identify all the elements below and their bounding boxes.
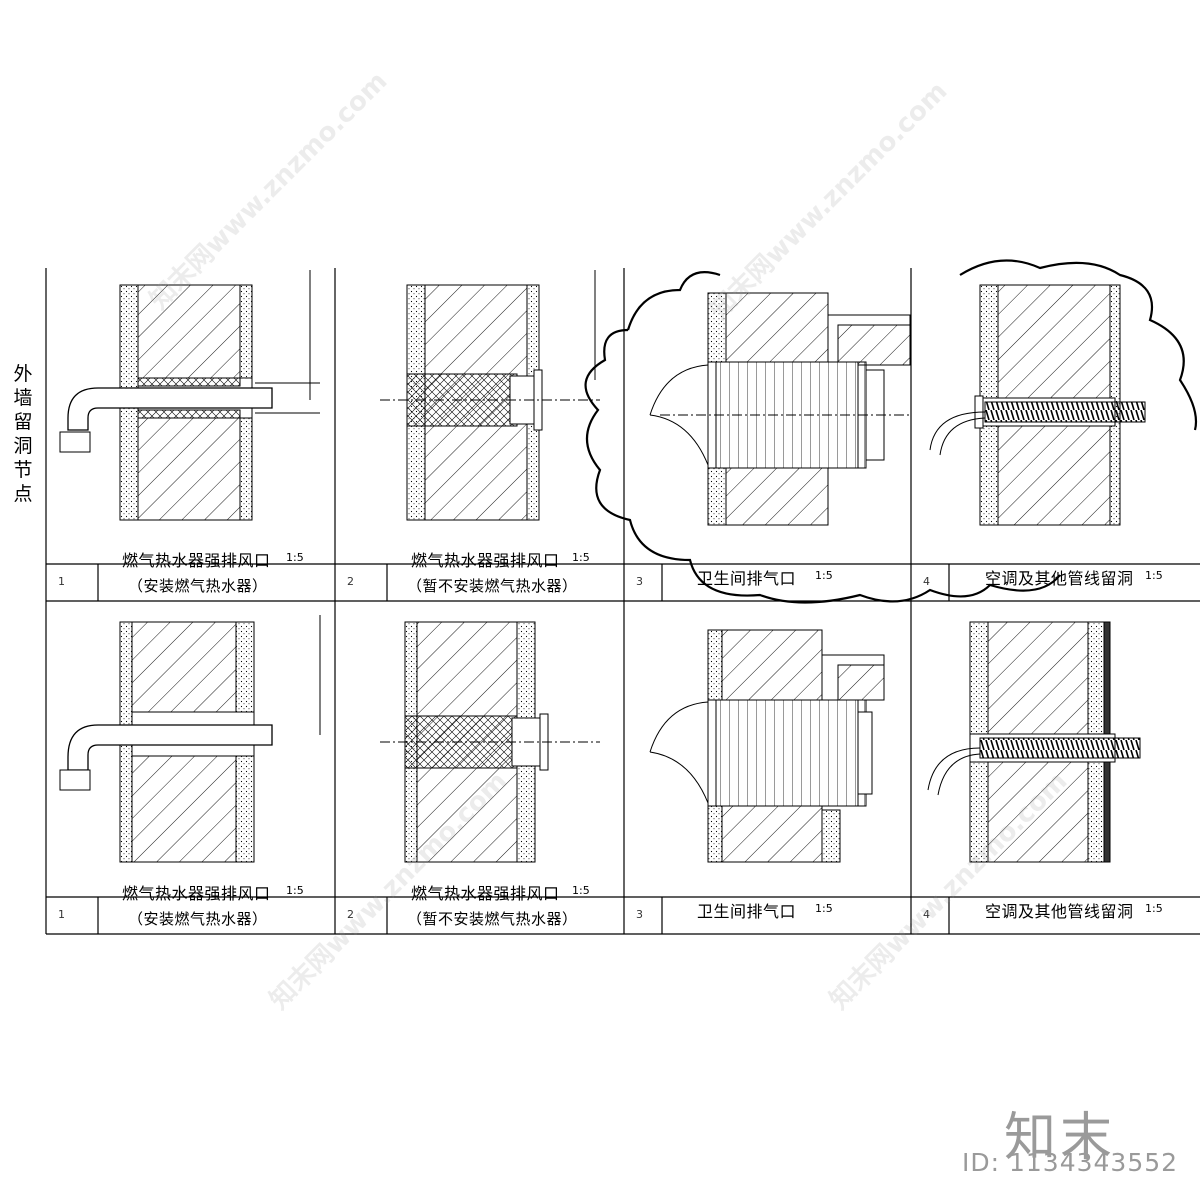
vtitle-char: 点: [13, 483, 33, 505]
detail-3-bathroom-vent: [584, 271, 1061, 604]
panel-title: 燃气热水器强排风口: [122, 884, 271, 903]
panel-scale: 1:5: [815, 569, 833, 582]
panel-number: 2: [347, 575, 354, 588]
panel-number: 4: [923, 575, 930, 588]
sheet-frame: [45, 268, 1200, 935]
panel-scale: 1:5: [1145, 569, 1163, 582]
panel-title: 空调及其他管线留洞: [985, 569, 1134, 588]
panel-scale: 1:5: [572, 551, 590, 564]
vtitle-char: 留: [13, 411, 33, 433]
detail-4-ac-pipe-sleeve: [929, 259, 1198, 526]
panel-subtitle: （暂不安装燃气热水器）: [407, 577, 578, 595]
detail-2-gas-exhaust-reserved: [380, 270, 600, 521]
panel-title: 燃气热水器强排风口: [411, 884, 560, 903]
detail-3b-bathroom-vent: [649, 629, 885, 863]
sheet-vertical-title: 外 墙 留 洞 节 点: [8, 362, 38, 506]
panel-title: 卫生间排气口: [697, 569, 797, 588]
watermark-id: ID: 1134343552: [962, 1148, 1179, 1177]
panel-number: 3: [636, 575, 643, 588]
watermark-logo: 知末: [1004, 1108, 1117, 1168]
panel-scale: 1:5: [286, 884, 304, 897]
detail-1-gas-exhaust-installed: [59, 270, 320, 521]
panel-title: 燃气热水器强排风口: [122, 551, 271, 570]
vtitle-char: 墙: [13, 387, 33, 409]
detail-4b-ac-pipe-sleeve: [927, 621, 1141, 863]
panel-subtitle: （暂不安装燃气热水器）: [407, 910, 578, 928]
panel-title: 燃气热水器强排风口: [411, 551, 560, 570]
panel-scale: 1:5: [286, 551, 304, 564]
panel-scale: 1:5: [572, 884, 590, 897]
vtitle-char: 外: [13, 363, 33, 385]
panel-title: 空调及其他管线留洞: [985, 902, 1134, 921]
panel-number: 1: [58, 575, 65, 588]
panel-number: 2: [347, 908, 354, 921]
panel-number: 4: [923, 908, 930, 921]
panel-subtitle: （安装燃气热水器）: [128, 910, 268, 928]
vtitle-char: 节: [13, 459, 33, 481]
vtitle-char: 洞: [13, 435, 33, 457]
detail-1b-gas-exhaust-installed: [59, 615, 321, 863]
panel-title: 卫生间排气口: [697, 902, 797, 921]
panel-number: 1: [58, 908, 65, 921]
detail-2b-gas-exhaust-reserved: [380, 621, 600, 863]
panel-number: 3: [636, 908, 643, 921]
panel-subtitle: （安装燃气热水器）: [128, 577, 268, 595]
panel-scale: 1:5: [815, 902, 833, 915]
panel-scale: 1:5: [1145, 902, 1163, 915]
